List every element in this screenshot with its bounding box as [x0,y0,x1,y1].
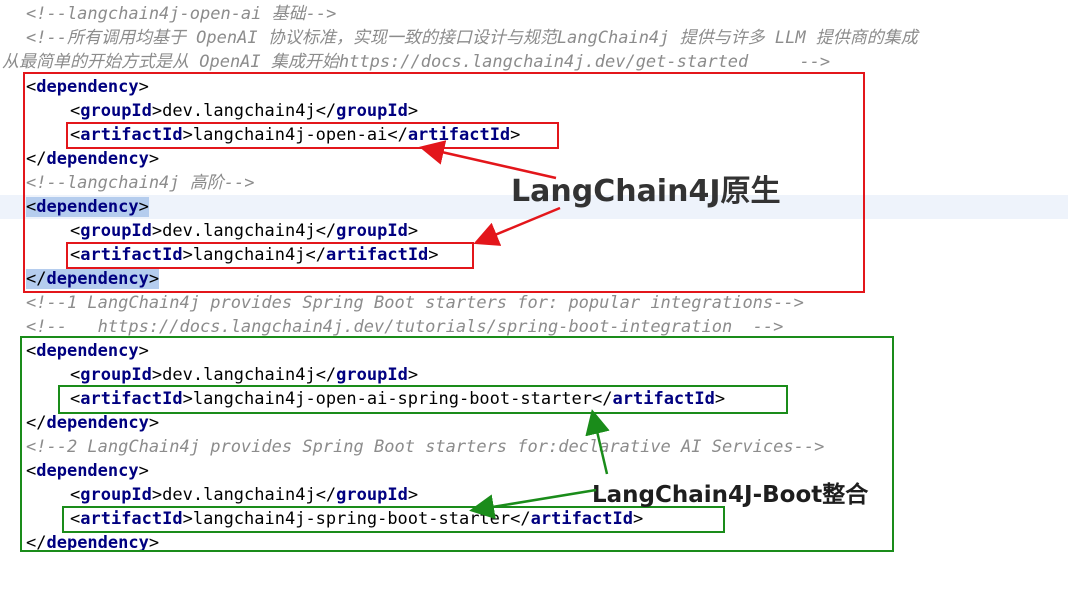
native-group-box [23,72,865,293]
close-tag: </dependency> [26,269,160,289]
close-tag: </dependency> [26,149,160,169]
xml-element: <artifactId>langchain4j</artifactId> [70,245,439,265]
code-line: <!--langchain4j 高阶--> [0,171,1068,195]
code-line: <groupId>dev.langchain4j</groupId> [0,363,1068,387]
code-line: </dependency> [0,147,1068,171]
code-line: <groupId>dev.langchain4j</groupId> [0,99,1068,123]
xml-element: <groupId>dev.langchain4j</groupId> [70,365,419,385]
open-tag: <dependency> [26,77,149,97]
close-tag: </dependency> [26,533,160,553]
code-line: 从最简单的开始方式是从 OpenAI 集成开始https://docs.lang… [0,50,1068,74]
code-line: </dependency> [0,531,1068,555]
xml-element: <groupId>dev.langchain4j</groupId> [70,101,419,121]
xml-element: <artifactId>langchain4j-open-ai</artifac… [70,125,521,145]
boot-group-box [20,336,894,552]
artifact-open-ai-starter-box [58,385,788,414]
code-line: <artifactId>langchain4j-spring-boot-star… [0,507,1068,531]
open-tag: <dependency> [26,461,149,481]
code-editor[interactable]: <!--langchain4j-open-ai 基础--> <!--所有调用均基… [0,0,1068,557]
code-line: </dependency> [0,411,1068,435]
xml-comment: <!-- https://docs.langchain4j.dev/tutori… [26,317,784,337]
boot-callout-label: LangChain4J-Boot整合 [592,482,869,508]
code-line: <groupId>dev.langchain4j</groupId> [0,483,1068,507]
open-tag: <dependency> [26,197,149,217]
code-line: <!--所有调用均基于 OpenAI 协议标准，实现一致的接口设计与规范Lang… [0,26,1068,50]
native-callout-label: LangChain4J原生 [511,174,781,209]
code-line: <dependency> [0,459,1068,483]
artifact-starter-box [62,506,725,533]
code-line: <!--langchain4j-open-ai 基础--> [0,2,1068,26]
xml-comment: <!--2 LangChain4j provides Spring Boot s… [26,437,825,457]
code-line: <artifactId>langchain4j-open-ai</artifac… [0,123,1068,147]
code-line: <groupId>dev.langchain4j</groupId> [0,219,1068,243]
code-line: <!--2 LangChain4j provides Spring Boot s… [0,435,1068,459]
code-line: <!--1 LangChain4j provides Spring Boot s… [0,291,1068,315]
xml-element: <artifactId>langchain4j-open-ai-spring-b… [70,389,726,409]
code-line: <dependency> [0,339,1068,363]
xml-comment: 从最简单的开始方式是从 OpenAI 集成开始https://docs.lang… [2,52,831,72]
xml-element: <groupId>dev.langchain4j</groupId> [70,485,419,505]
code-line: </dependency> [0,267,1068,291]
xml-element: <groupId>dev.langchain4j</groupId> [70,221,419,241]
artifact-langchain4j-box [66,242,474,269]
xml-comment: <!--所有调用均基于 OpenAI 协议标准，实现一致的接口设计与规范Lang… [26,28,918,48]
close-tag: </dependency> [26,413,160,433]
xml-comment: <!--langchain4j 高阶--> [26,173,255,193]
open-tag: <dependency> [26,341,149,361]
xml-comment: <!--1 LangChain4j provides Spring Boot s… [26,293,804,313]
code-line: <dependency> [0,75,1068,99]
code-line: <artifactId>langchain4j</artifactId> [0,243,1068,267]
xml-element: <artifactId>langchain4j-spring-boot-star… [70,509,644,529]
artifact-open-ai-box [66,122,559,149]
code-line: <artifactId>langchain4j-open-ai-spring-b… [0,387,1068,411]
xml-comment: <!--langchain4j-open-ai 基础--> [26,4,337,24]
code-line: <!-- https://docs.langchain4j.dev/tutori… [0,315,1068,339]
